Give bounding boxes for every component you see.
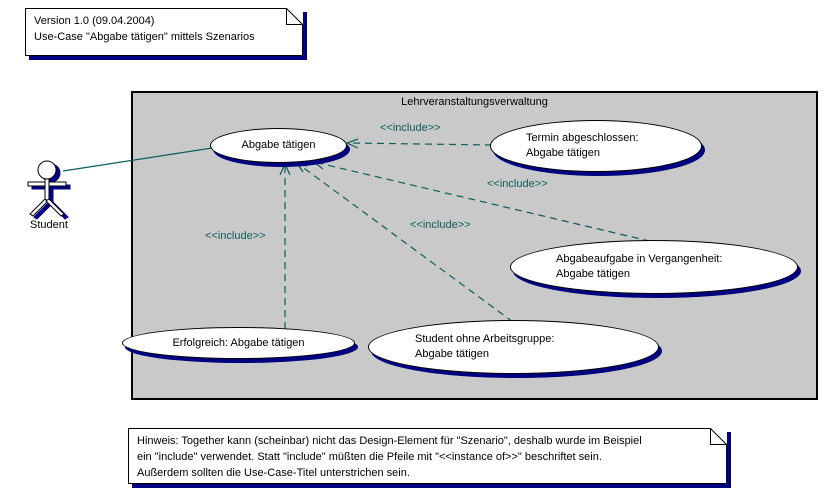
include-label-termin: <<include>>	[380, 122, 441, 134]
actor-student-label: Student	[30, 219, 68, 231]
use-case-label: Erfolgreich: Abgabe tätigen	[172, 336, 305, 349]
hinweis-note-line: Hinweis: Together kann (scheinbar) nicht…	[137, 435, 642, 447]
use-case-label: Abgabe tätigen	[241, 139, 316, 151]
use-case-abgabe-taetigen: Abgabe tätigen	[210, 128, 347, 163]
include-label-vergangenheit: <<include>>	[487, 178, 548, 190]
version-note: Version 1.0 (09.04.2004) Use-Case "Abgab…	[25, 7, 304, 56]
use-case-termin-abgeschlossen: Termin abgeschlossen: Abgabe tätigen	[490, 120, 702, 172]
note-fold-corner-icon	[710, 427, 728, 445]
actor-student-icon	[27, 160, 71, 220]
use-case-label: Abgabe tätigen	[415, 348, 490, 360]
version-note-line: Use-Case "Abgabe tätigen" mittels Szenar…	[34, 31, 255, 43]
use-case-student-ohne-arbeitsgruppe: Student ohne Arbeitsgruppe: Abgabe tätig…	[368, 320, 659, 374]
include-label-erfolgreich: <<include>>	[205, 230, 266, 242]
hinweis-note-line: Außerdem sollten die Use-Case-Titel unte…	[137, 467, 410, 479]
system-boundary-title: Lehrveranstaltungsverwaltung	[401, 96, 548, 108]
include-label-ohne-gruppe: <<include>>	[410, 219, 471, 231]
use-case-label: Abgabeaufgabe in Vergangenheit:	[556, 253, 723, 265]
use-case-label: Abgabe tätigen	[526, 147, 601, 159]
use-case-abgabeaufgabe-vergangenheit: Abgabeaufgabe in Vergangenheit: Abgabe t…	[510, 240, 798, 294]
use-case-label: Student ohne Arbeitsgruppe:	[415, 333, 555, 345]
hinweis-note-line: ein "include" verwendet. Statt "include"…	[137, 451, 602, 463]
use-case-label: Abgabe tätigen	[556, 268, 631, 280]
use-case-erfolgreich: Erfolgreich: Abgabe tätigen	[122, 327, 355, 359]
hinweis-note: Hinweis: Together kann (scheinbar) nicht…	[128, 427, 728, 484]
note-fold-corner-icon	[286, 7, 304, 25]
use-case-label: Termin abgeschlossen:	[526, 132, 639, 144]
version-note-line: Version 1.0 (09.04.2004)	[34, 15, 155, 27]
